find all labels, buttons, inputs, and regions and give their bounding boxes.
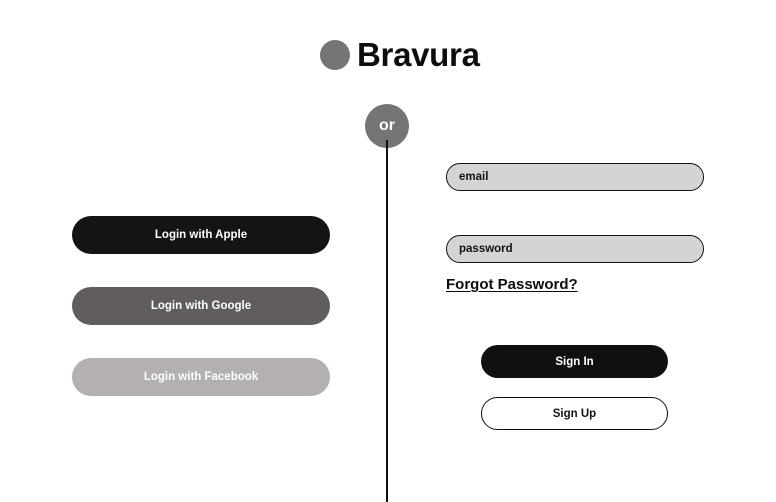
vertical-divider-line — [386, 140, 388, 502]
sign-up-button[interactable]: Sign Up — [481, 397, 668, 430]
login-with-facebook-label: Login with Facebook — [143, 371, 259, 383]
sign-up-label: Sign Up — [552, 407, 597, 420]
login-with-google-button[interactable]: Login with Google — [72, 287, 330, 325]
or-divider-label: or — [379, 117, 395, 134]
email-field[interactable] — [446, 163, 704, 191]
brand-header: Bravura — [320, 38, 480, 71]
sign-in-button[interactable]: Sign In — [481, 345, 668, 378]
forgot-password-link[interactable]: Forgot Password? — [446, 276, 578, 293]
auth-actions-group: Sign In Sign Up — [481, 345, 668, 430]
social-login-group: Login with Apple Login with Google Login… — [72, 216, 330, 396]
login-with-apple-button[interactable]: Login with Apple — [72, 216, 330, 254]
circle-logo-icon — [320, 39, 350, 70]
form-spacer — [446, 191, 704, 235]
login-with-apple-label: Login with Apple — [154, 229, 248, 241]
login-with-google-label: Login with Google — [150, 300, 252, 312]
page-title: Bravura — [357, 36, 480, 73]
credentials-form: Forgot Password? — [446, 163, 704, 294]
sign-in-label: Sign In — [555, 355, 594, 368]
login-with-facebook-button[interactable]: Login with Facebook — [72, 358, 330, 396]
password-field[interactable] — [446, 235, 704, 263]
